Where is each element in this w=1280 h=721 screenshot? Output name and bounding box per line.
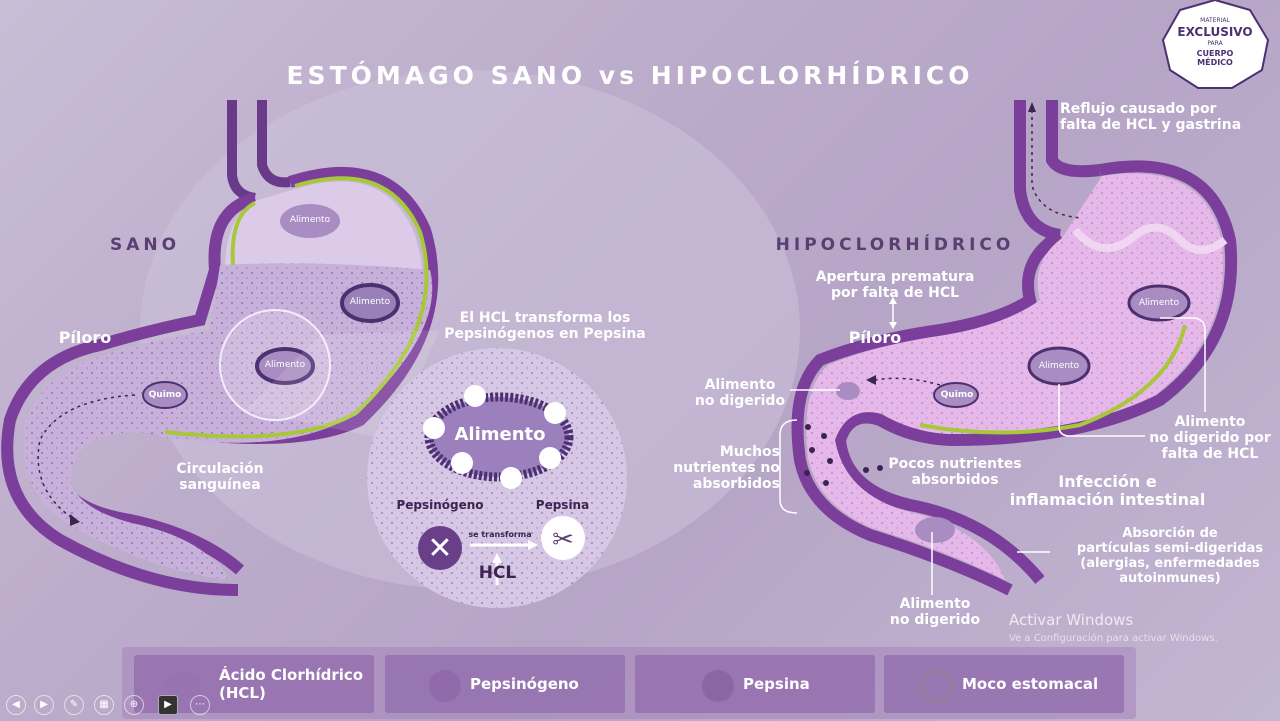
- prev-slide-icon[interactable]: ◀: [6, 695, 26, 715]
- legend-label: Moco estomacal: [962, 675, 1099, 693]
- svg-text:✂: ✂: [552, 525, 574, 555]
- legend-label: (HCL): [219, 684, 266, 702]
- label-alimento-hipo-1: Alimento: [1138, 298, 1180, 308]
- legend-label: Pepsina: [743, 675, 810, 693]
- label-pepsinogeno: Pepsinógeno: [396, 498, 484, 512]
- zoom-disk: ✕ ✂: [367, 348, 627, 608]
- healthy-stomach: [1, 100, 440, 596]
- label-se-transforma: se transforma: [468, 530, 532, 539]
- badge-line: PARA: [1207, 40, 1223, 47]
- zoom-icon[interactable]: ⊕: [124, 695, 144, 715]
- legend-item-pepsinogeno: Pepsinógeno: [385, 655, 625, 713]
- badge-line: CUERPO: [1196, 49, 1234, 58]
- badge-line: MATERIAL: [1200, 17, 1230, 24]
- next-slide-icon[interactable]: ▶: [34, 695, 54, 715]
- label-quimo-hipo: Quimo: [940, 390, 974, 400]
- label-alimento-hipo-2: Alimento: [1038, 361, 1080, 371]
- svg-text:✕: ✕: [427, 531, 452, 566]
- legend-item-moco: Moco estomacal: [884, 655, 1124, 713]
- section-heading-hipo: HIPOCLORHÍDRICO: [775, 235, 1015, 255]
- label-zoom-alimento: Alimento: [454, 424, 546, 445]
- label-piloro-hipo: Píloro: [848, 328, 902, 347]
- badge-line: EXCLUSIVO: [1177, 25, 1253, 39]
- legend-label: Ácido Clorhídrico: [219, 666, 364, 684]
- label-alimento-zoom: Alimento: [264, 360, 306, 370]
- legend-bar: Ácido Clorhídrico (HCL) Pepsinógeno Peps…: [122, 647, 1136, 719]
- exclusive-badge: MATERIAL EXCLUSIVO PARA CUERPO MÉDICO: [1163, 0, 1267, 86]
- label-quimo-sano: Quimo: [148, 390, 182, 400]
- label-hcl: HCL: [478, 563, 517, 583]
- label-piloro-sano: Píloro: [58, 328, 112, 347]
- pen-icon[interactable]: ✎: [64, 695, 84, 715]
- label-alimento-mid: Alimento: [349, 297, 391, 307]
- section-heading-sano: SANO: [109, 235, 181, 255]
- badge-line: MÉDICO: [1197, 58, 1233, 67]
- legend-item-pepsina: Pepsina: [635, 655, 875, 713]
- legend-label: Pepsinógeno: [470, 675, 579, 693]
- slide-controls: ◀ ▶ ✎ ▦ ⊕ ▶ ⋯: [0, 690, 220, 721]
- page-title: ESTÓMAGO SANO vs HIPOCLORHÍDRICO: [286, 61, 974, 90]
- exclusive-badge-seal: [1161, 0, 1270, 89]
- hypochlorhydric-stomach: [779, 100, 1238, 596]
- windows-watermark-sub: Ve a Configuración para activar Windows.: [1009, 633, 1218, 644]
- label-alimento-top: Alimento: [289, 215, 331, 225]
- grid-icon[interactable]: ▦: [94, 695, 114, 715]
- camera-icon[interactable]: ▶: [158, 695, 178, 715]
- more-icon[interactable]: ⋯: [190, 695, 210, 715]
- windows-watermark: Activar Windows: [1009, 611, 1134, 629]
- label-pepsina: Pepsina: [535, 498, 590, 512]
